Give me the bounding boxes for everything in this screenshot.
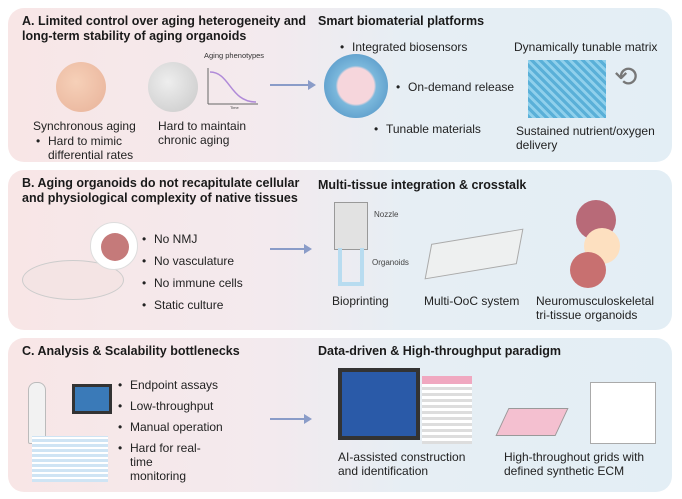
- solution-c-title: Data-driven & High-throughput paradigm: [318, 344, 562, 358]
- ooc-label: Multi-OoC system: [424, 294, 520, 308]
- aging-plot-title: Aging phenotypes: [204, 51, 265, 60]
- nozzle-label: Nozzle: [374, 210, 399, 219]
- grid-label: High-throughout grids with defined synth…: [504, 450, 645, 478]
- solution-b-title: Multi-tissue integration & crosstalk: [318, 178, 527, 192]
- arrow-icon: [270, 414, 312, 424]
- tri-tissue-label: Neuromusculoskeletal tri-tissue organoid…: [536, 294, 655, 322]
- arrow-icon: [270, 80, 316, 90]
- bottleneck-item: Hard for real-time monitoring: [116, 441, 206, 483]
- nozzle-icon: [334, 202, 368, 250]
- panel-c-title: C. Analysis & Scalability bottlenecks: [22, 344, 240, 358]
- sync-bullet: Hard to mimic differential rates: [34, 134, 154, 162]
- bottleneck-item: Manual operation: [116, 420, 223, 434]
- aging-phenotype-plot: Time: [207, 68, 258, 110]
- ai-label: AI-assisted construction and identificat…: [338, 450, 466, 478]
- matrix-icon: [528, 60, 606, 118]
- chronic-aging-label: Hard to maintain chronic aging: [158, 119, 247, 147]
- arrow-icon: [270, 244, 312, 254]
- plate-stack-icon: [32, 436, 108, 482]
- limitation-item: No vasculature: [140, 254, 243, 268]
- plate-stack-icon: [422, 376, 472, 444]
- limitation-item: No NMJ: [140, 232, 243, 246]
- synchronous-aging-label: Synchronous aging: [33, 119, 136, 133]
- panel-b: B. Aging organoids do not recapitulate c…: [8, 170, 672, 330]
- feature-item: Integrated biosensors: [338, 40, 467, 54]
- matrix-label: Dynamically tunable matrix: [514, 40, 658, 54]
- solution-a-title: Smart biomaterial platforms: [318, 14, 485, 28]
- ecm-grid-icon: [590, 382, 656, 444]
- bottleneck-item: Low-throughput: [116, 399, 223, 413]
- limitation-item: Static culture: [140, 298, 243, 312]
- monitor-icon: [72, 384, 112, 414]
- panel-a: A. Limited control over aging heterogene…: [8, 8, 672, 162]
- ai-monitor-icon: [338, 368, 420, 440]
- panel-b-title: B. Aging organoids do not recapitulate c…: [22, 176, 300, 205]
- bottleneck-item: Endpoint assays: [116, 378, 223, 392]
- feature-item: Tunable materials: [372, 122, 481, 136]
- organoids-label: Organoids: [372, 258, 409, 267]
- ooc-chip-icon: [424, 228, 524, 280]
- biomaterial-organoid-icon: [324, 54, 388, 118]
- aged-organoid-icon: [148, 62, 198, 112]
- magnifier-icon: [90, 222, 138, 270]
- organoid-print-icon: [338, 248, 364, 286]
- synchronous-organoid-icon: [56, 62, 106, 112]
- muscle-organoid-icon: [570, 252, 606, 288]
- panel-a-title: A. Limited control over aging heterogene…: [22, 14, 307, 43]
- feature-item: On-demand release: [394, 80, 514, 94]
- bioprinting-label: Bioprinting: [332, 294, 389, 308]
- panel-c: C. Analysis & Scalability bottlenecks En…: [8, 338, 672, 492]
- limitation-item: No immune cells: [140, 276, 243, 290]
- cycle-arrow-icon: ⟲: [614, 61, 638, 92]
- delivery-label: Sustained nutrient/oxygen delivery: [516, 124, 655, 152]
- well-plate-icon: [495, 408, 569, 436]
- scientist-icon: [28, 382, 46, 444]
- aging-plot-xlabel: Time: [230, 105, 240, 110]
